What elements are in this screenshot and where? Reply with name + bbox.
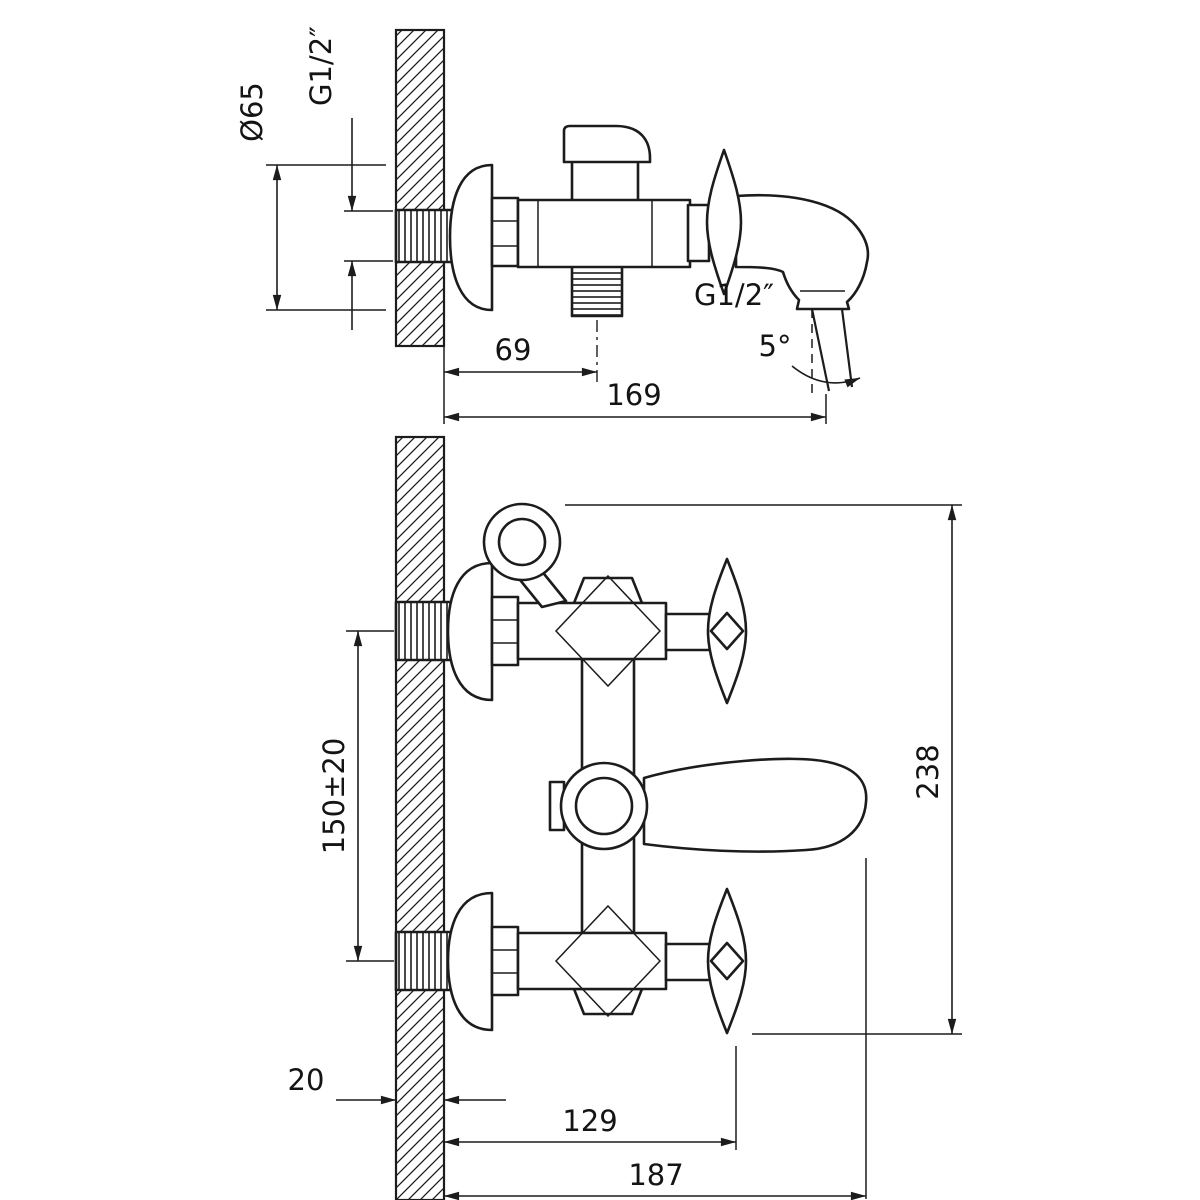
dim-escutcheon-diameter-label: Ø65 (235, 82, 269, 142)
mounting-nut (490, 196, 520, 268)
water-stream-line (840, 308, 854, 388)
front-view: 150±20 238 20 129 187 (288, 435, 962, 1200)
dim-wall-projection-label: 20 (288, 1063, 325, 1097)
tub-spout (734, 194, 870, 311)
dim-inlet-spacing-label: 150±20 (317, 738, 351, 855)
wall-section (394, 28, 446, 348)
water-stream-line (810, 308, 831, 392)
shower-outlet-thread-hatching (573, 267, 621, 315)
shower-hook-ring-inner (497, 517, 547, 567)
mixer-body (516, 198, 692, 269)
lever-spout-front (642, 757, 868, 853)
wall-section (394, 435, 446, 1200)
dim-overall-reach-label: 187 (628, 1158, 683, 1192)
dim-inlet-thread-label: G1/2″ (304, 26, 338, 106)
escutcheon (448, 163, 494, 312)
cross-handle-edge (705, 148, 743, 296)
dim-shower-outlet-thread-label: G1/2″ (694, 278, 774, 312)
diverter-plate-inner (574, 776, 634, 836)
angle-arc-arrow (791, 365, 861, 388)
valve-assembly-bottom (394, 887, 748, 1035)
valve-assembly-top (394, 557, 748, 705)
diverter-stem (570, 156, 640, 204)
dim-spout-reach-label: 169 (606, 378, 661, 412)
dim-stream-angle-label: 5° (759, 329, 792, 363)
body-top-cap (572, 576, 644, 605)
dim-outlet-offset-label: 69 (495, 333, 532, 367)
diverter-knob (562, 124, 652, 164)
handle-hub (686, 203, 711, 263)
body-bottom-cap (572, 987, 644, 1016)
side-view: Ø65 G1/2″ 69 169 G1/2″ 5° (235, 26, 870, 424)
dim-handle-distance-label: 129 (562, 1104, 617, 1138)
dim-overall-height-label: 238 (911, 744, 945, 799)
